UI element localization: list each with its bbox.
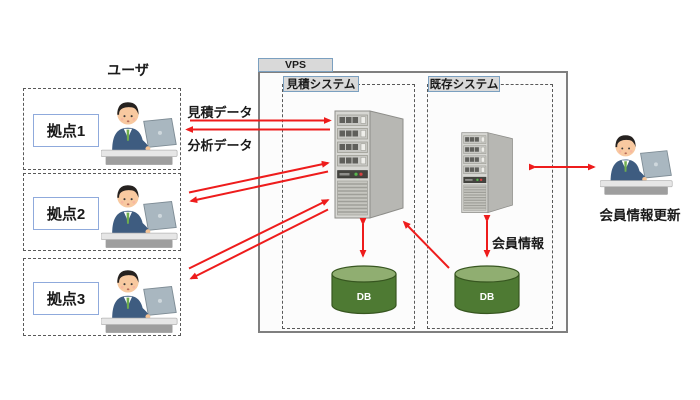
site-box-1: 拠点1 <box>23 88 181 170</box>
existing-server-icon <box>461 132 514 214</box>
person-at-laptop-icon <box>600 134 673 196</box>
member-info-update-label: 会員情報更新 <box>599 208 681 223</box>
site-label-1: 拠点1 <box>33 114 99 147</box>
member-info-label: 会員情報 <box>492 236 545 251</box>
person-at-laptop-icon <box>101 269 178 334</box>
site-label-3: 拠点3 <box>33 282 99 315</box>
user-group-label: ユーザ <box>107 62 149 78</box>
estimate-database-icon: DB <box>331 265 397 315</box>
site-box-2: 拠点2 <box>23 173 181 251</box>
site-box-3: 拠点3 <box>23 258 181 336</box>
existing-system-label: 既存システム <box>428 76 500 92</box>
person-at-laptop-icon <box>101 101 178 166</box>
estimate-db-label: DB <box>357 292 371 303</box>
vps-label: VPS <box>258 58 333 72</box>
estimate-server-icon <box>334 110 404 219</box>
person-at-laptop-icon <box>101 184 178 249</box>
estimate-data-label: 見積データ <box>187 105 253 120</box>
estimate-system-label: 見積システム <box>283 76 359 92</box>
analysis-data-label: 分析データ <box>187 138 253 153</box>
existing-db-label: DB <box>480 292 494 303</box>
existing-database-icon: DB <box>454 265 520 315</box>
site-label-2: 拠点2 <box>33 197 99 230</box>
